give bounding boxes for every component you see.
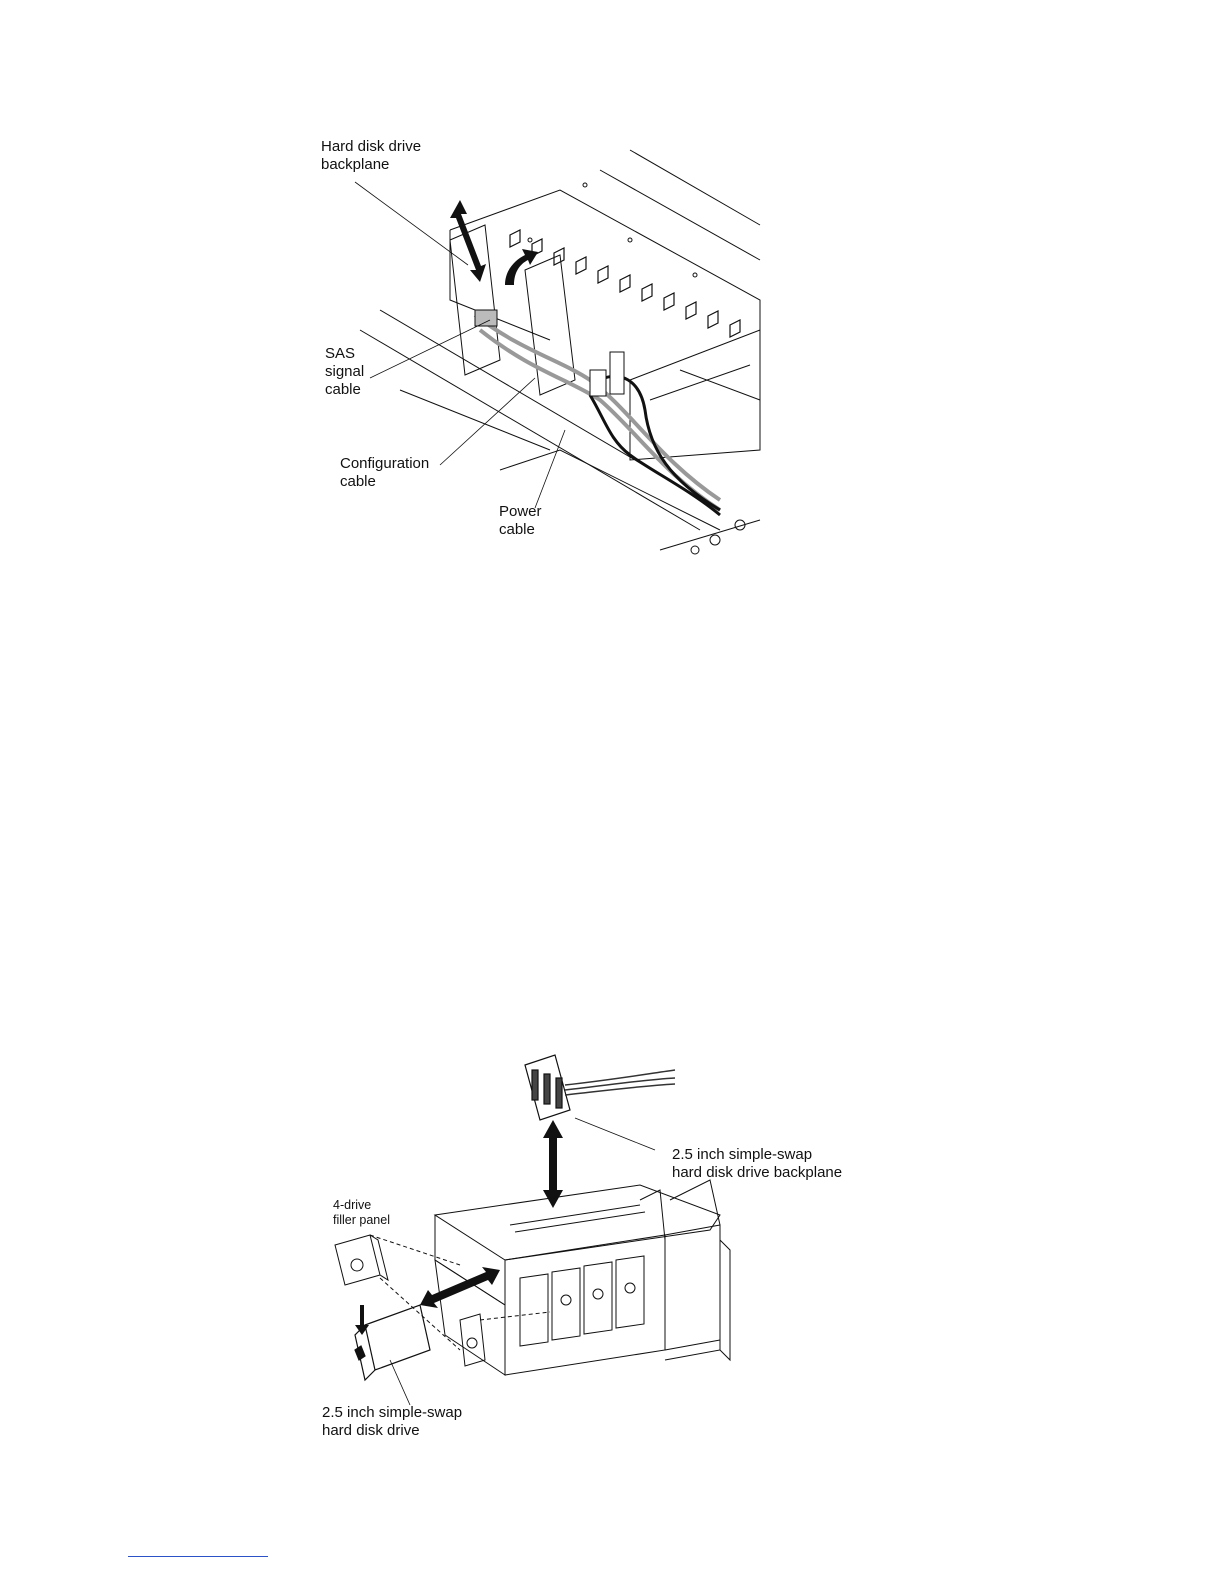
label-2-5-drive: 2.5 inch simple-swap hard disk drive [322, 1404, 462, 1440]
label-4-drive-filler-panel: 4-drive filler panel [333, 1198, 390, 1228]
label-backplane-2-5: 2.5 inch simple-swap hard disk drive bac… [672, 1146, 842, 1182]
label-hdd-backplane: Hard disk drive backplane [321, 138, 421, 174]
footer-rule [128, 1556, 268, 1557]
figure-simple-swap-drive: 2.5 inch simple-swap hard disk drive bac… [310, 1050, 870, 1450]
label-configuration-cable: Configuration cable [340, 455, 429, 491]
figure-backplane-cables: Hard disk drive backplane SAS signal cab… [300, 130, 770, 570]
label-sas-signal-cable: SAS signal cable [325, 345, 364, 399]
label-power-cable: Power cable [499, 503, 542, 539]
simple-swap-drive-illustration [310, 1050, 870, 1450]
